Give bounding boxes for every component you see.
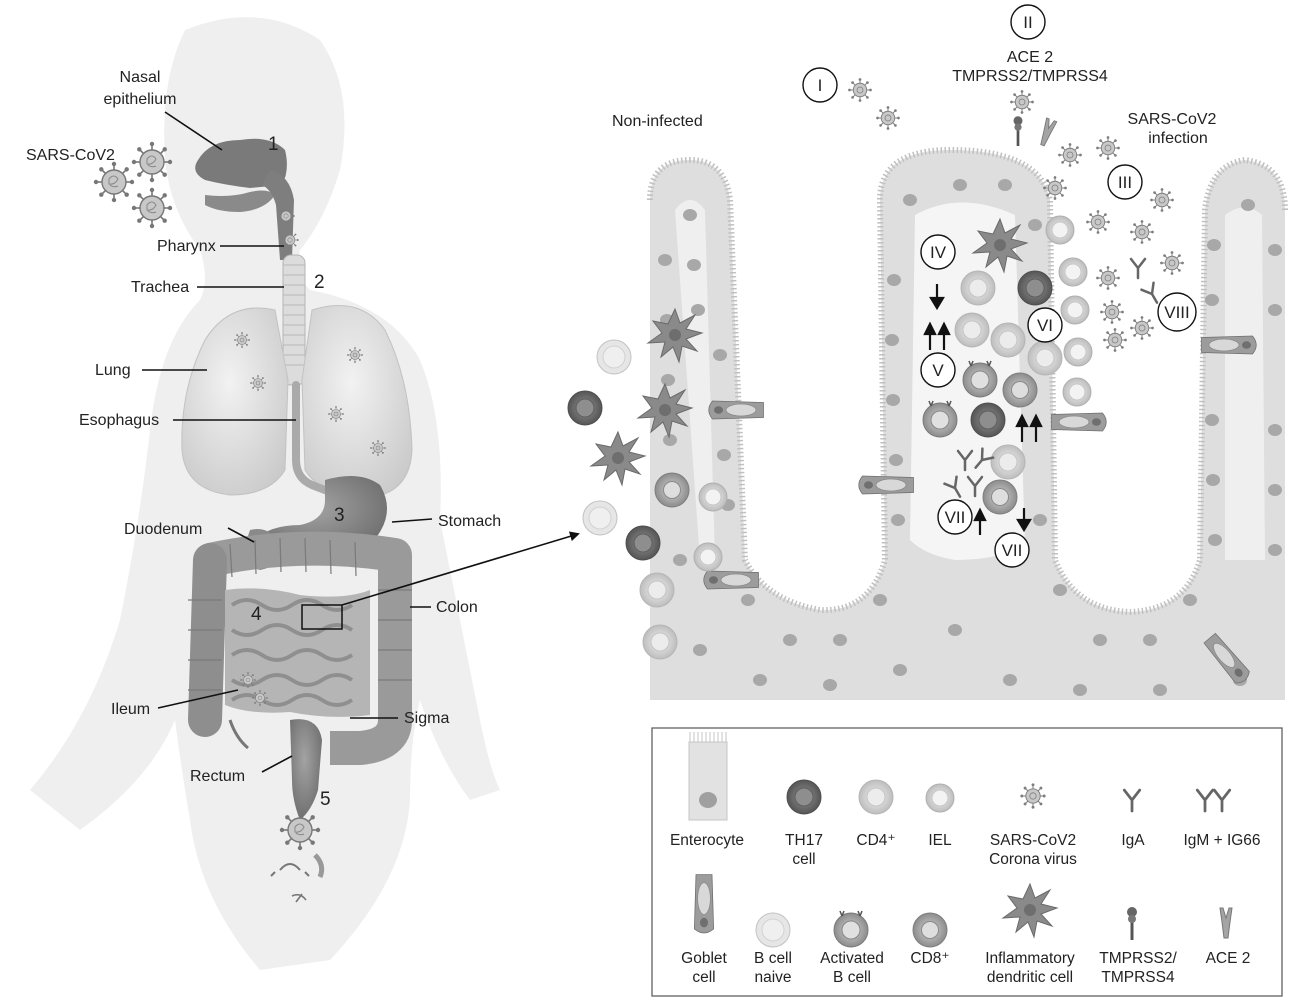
legend-th17-icon <box>787 780 821 814</box>
legend-dendritic-label-1: Inflammatory <box>985 950 1075 967</box>
svg-text:VII: VII <box>945 508 966 527</box>
pharynx-label: Pharynx <box>157 238 216 255</box>
duodenum-label: Duodenum <box>124 521 202 538</box>
infection-label-1: SARS-CoV2 <box>1128 111 1217 128</box>
sigma-label: Sigma <box>404 710 449 727</box>
step-i: I <box>803 68 837 102</box>
legend-ace2-label: ACE 2 <box>1206 950 1251 967</box>
svg-text:VII: VII <box>1002 541 1023 560</box>
villi-epithelium <box>650 150 1285 700</box>
legend-cd8-label: CD8⁺ <box>910 950 949 967</box>
legend-tmprss-label-2: TMPRSS4 <box>1101 969 1175 986</box>
small-intestine <box>225 588 370 717</box>
nasal-label-2: epithelium <box>104 91 177 108</box>
legend-iga-label: IgA <box>1121 832 1145 849</box>
step-ii: II <box>1011 5 1045 39</box>
svg-text:III: III <box>1118 173 1132 192</box>
receptor-label-1: ACE 2 <box>1007 49 1053 66</box>
legend-enterocyte-icon <box>689 732 727 820</box>
legend-iel-icon <box>926 784 954 812</box>
site-number-1: 1 <box>268 134 279 155</box>
step-viii: VIII <box>1158 293 1196 331</box>
non-infected-label: Non-infected <box>612 113 703 130</box>
legend-bnaive-label-2: naive <box>754 969 791 986</box>
colon-label: Colon <box>436 599 478 616</box>
step-vii-b: VII <box>995 533 1029 567</box>
legend-th17-label-2: cell <box>792 851 815 868</box>
virus-label: SARS-CoV2 <box>26 147 115 164</box>
svg-text:IV: IV <box>930 243 947 262</box>
svg-text:II: II <box>1023 13 1032 32</box>
infection-label-2: infection <box>1148 130 1208 147</box>
trachea-label: Trachea <box>131 279 189 296</box>
legend-tmprss-label-1: TMPRSS2/ <box>1099 950 1177 967</box>
svg-text:VIII: VIII <box>1164 303 1190 322</box>
legend-virus-label-2: Corona virus <box>989 851 1077 868</box>
svg-text:I: I <box>818 76 823 95</box>
trachea-tube <box>283 255 305 385</box>
legend-enterocyte-label: Enterocyte <box>670 832 744 849</box>
legend-cd4-label: CD4⁺ <box>856 832 895 849</box>
legend-bactivated-label-2: B cell <box>833 969 871 986</box>
legend-goblet-label-1: Goblet <box>681 950 727 967</box>
legend-bactivated-label-1: Activated <box>820 950 884 967</box>
legend-dendritic-label-2: dendritic cell <box>987 969 1073 986</box>
legend-cd4-icon <box>859 780 893 814</box>
step-iv: IV <box>921 235 955 269</box>
svg-text:VI: VI <box>1037 316 1053 335</box>
legend-bnaive-icon <box>756 913 790 947</box>
site-number-4: 4 <box>251 604 262 625</box>
legend-th17-label-1: TH17 <box>785 832 823 849</box>
rectum-label: Rectum <box>190 768 245 785</box>
svg-text:V: V <box>932 361 944 380</box>
lung-label: Lung <box>95 362 131 379</box>
site-number-5: 5 <box>320 789 331 810</box>
ileum-label: Ileum <box>111 701 150 718</box>
stomach-label: Stomach <box>438 513 501 530</box>
legend-bnaive-label-1: B cell <box>754 950 792 967</box>
legend-igm-label: IgM + IG66 <box>1183 832 1260 849</box>
legend-goblet-label-2: cell <box>692 969 715 986</box>
step-iii: III <box>1108 165 1142 199</box>
esophagus-label: Esophagus <box>79 412 159 429</box>
legend-virus-label-1: SARS-CoV2 <box>990 832 1076 849</box>
step-vi: VI <box>1028 308 1062 342</box>
legend-box: Enterocyte TH17 cell CD4⁺ IEL SARS-CoV2 … <box>652 728 1282 996</box>
legend-cd8-icon <box>913 913 947 947</box>
legend-goblet-icon <box>694 875 713 933</box>
step-vii-a: VII <box>938 500 972 534</box>
legend-virus-icon <box>1020 783 1045 808</box>
receptor-label-2: TMPRSS2/TMPRSS4 <box>952 68 1108 85</box>
step-v: V <box>921 353 955 387</box>
site-number-2: 2 <box>314 272 325 293</box>
legend-iel-label: IEL <box>928 832 952 849</box>
site-number-3: 3 <box>334 505 345 526</box>
nasal-label-1: Nasal <box>120 69 161 86</box>
